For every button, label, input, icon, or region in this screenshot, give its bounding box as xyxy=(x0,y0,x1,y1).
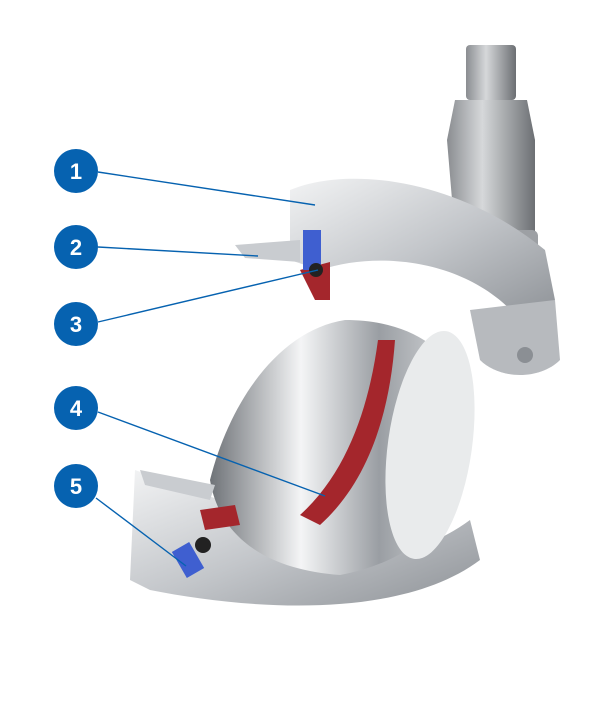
leader-line-2 xyxy=(97,246,259,257)
leader-line-1 xyxy=(97,171,316,206)
leader-line-3 xyxy=(97,269,319,323)
callout-number: 4 xyxy=(70,396,83,421)
callout-number: 1 xyxy=(70,159,82,184)
callout-3: 3 xyxy=(54,302,98,346)
callout-2: 2 xyxy=(54,225,98,269)
callout-4: 4 xyxy=(54,386,98,430)
callout-5: 5 xyxy=(54,464,98,508)
callout-number: 5 xyxy=(70,474,82,499)
callout-1: 1 xyxy=(54,149,98,193)
leader-line-4 xyxy=(97,411,326,497)
callout-number: 3 xyxy=(70,312,82,337)
callout-number: 2 xyxy=(70,235,82,260)
clamp-body xyxy=(130,178,560,606)
leader-line-5 xyxy=(95,497,187,567)
